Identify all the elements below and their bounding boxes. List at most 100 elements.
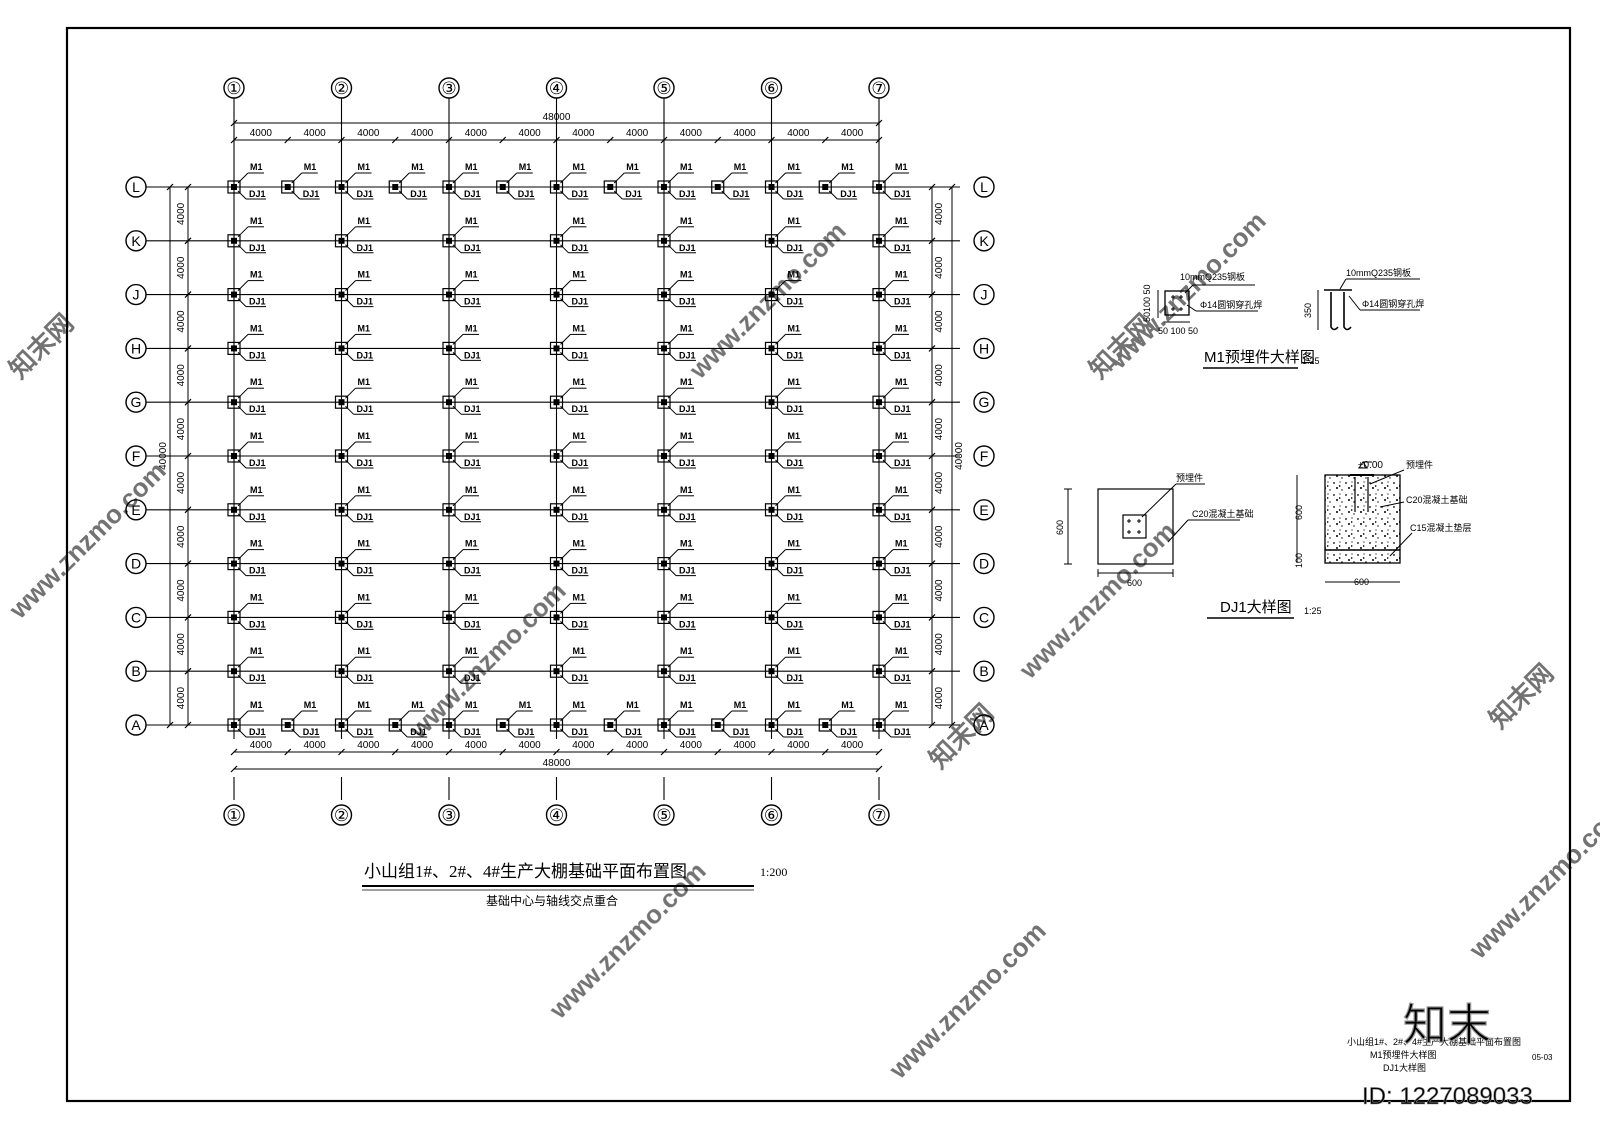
m1-leader [882,549,894,560]
dj1-leader [775,728,784,738]
m1-label: M1 [895,377,908,387]
dj1-section-dim-100: 100 [1294,553,1304,568]
anchor-plate-symbol [607,722,614,728]
footing-symbol [872,449,886,463]
dj1-label: DJ1 [787,566,804,576]
dj1-section-dim-h: 600 [1354,577,1369,587]
row-axis-bubble [973,337,995,360]
dj1-leader [452,459,462,469]
m1-dim-height: 350 [1303,303,1313,318]
dj1-leader [775,513,784,523]
m1-leader [398,710,410,722]
row-axis-label: L [980,179,988,195]
m1-leader [667,280,679,291]
anchor-plate-symbol [446,614,452,621]
m1-label: M1 [680,377,693,387]
anchor-plate-symbol [446,506,452,513]
dim-tick [768,136,775,144]
m1-leader [345,280,356,291]
dim-tick [391,136,399,144]
m1-label: M1 [358,592,371,602]
m1-label: M1 [573,216,586,226]
dj1-label: DJ1 [679,619,696,629]
dj1-leader [237,621,247,630]
anchor-plate-symbol [768,184,775,190]
anchor-plate-symbol [338,560,345,567]
dim-text: 4000 [787,128,810,139]
column-axis-label: ③ [441,79,456,98]
dim-tick [230,119,238,127]
dj1-label: DJ1 [357,458,374,468]
dj1-label: DJ1 [249,297,266,307]
dj1-leader [667,405,677,415]
dj1-label: DJ1 [679,350,696,360]
anchor-plate-symbol [446,560,452,567]
row-axis-bubble [973,552,995,575]
dim-text: 4000 [250,128,273,139]
anchor-plate-symbol [661,722,667,728]
m1-label: M1 [895,270,908,280]
dj1-leader [345,621,354,630]
anchor-plate-symbol [446,399,452,406]
footing-symbol [227,341,241,355]
dj1-leader [560,298,569,307]
footing-symbol [818,180,832,194]
anchor-plate-symbol [338,184,345,190]
m1-label: M1 [788,700,801,710]
m1-leader [345,226,356,238]
dj1-leader [452,674,462,684]
m1-title: M1预埋件大样图 [1204,349,1315,366]
m1-label: M1 [358,485,371,495]
m1-label: M1 [465,162,478,172]
dim-text-v: 4000 [934,418,945,441]
dj1-leader [398,190,408,200]
dim-tick [660,136,668,144]
anchor-plate-symbol [392,722,399,728]
column-axis-label: ③ [441,806,456,825]
m1-leader [667,387,679,399]
m1-leader [882,441,894,453]
row-axis-label: D [131,556,141,572]
m1-leader [345,441,356,453]
dim-tick [553,136,560,144]
dim-tick [768,748,775,756]
dim-text-v: 4000 [176,202,187,225]
dim-text-v: 4000 [176,256,187,279]
dj1-label: DJ1 [625,727,642,737]
anchor-plate-symbol [822,722,829,728]
dj1-label: DJ1 [249,189,266,199]
dim-text: 4000 [841,740,864,751]
dj1-leader [613,190,623,200]
m1-label: M1 [788,377,801,387]
footing-symbol [764,395,779,409]
m1-label: M1 [573,646,586,656]
watermark-site-7: www.znzmo.com [882,916,1051,1085]
column-axis-bubble [223,804,245,826]
m1-leader [237,710,249,722]
footing-symbol [872,556,886,571]
dim-text-v: 4000 [934,633,945,656]
row-axis-label: A [979,717,989,733]
m1-leader [882,656,894,668]
footing-symbol [764,449,779,463]
m1-plate-note: 10mmQ235钢板 [1180,271,1245,282]
m1-label: M1 [358,162,371,172]
footing-symbol [764,180,779,194]
dj1-label: DJ1 [464,404,481,414]
anchor-plate-symbol [553,506,560,513]
anchor-plate-symbol [553,453,560,459]
m1-label: M1 [788,431,801,441]
dj1-leader [560,459,569,469]
dj1-label: DJ1 [733,727,750,737]
watermark-logo-text: 知末 [1403,1001,1491,1050]
m1-label: M1 [680,646,693,656]
dj1-label: DJ1 [787,619,804,629]
dj1-leader [345,674,354,684]
m1-leader [613,710,625,722]
m1-label: M1 [734,162,747,172]
dim-tick [928,398,936,406]
dim-overall-text-v: 40000 [954,442,965,470]
footing-symbol [334,556,349,571]
anchor-plate-symbol [553,614,560,621]
plan-title: 小山组1#、2#、4#生产大棚基础平面布置图 [364,862,687,881]
